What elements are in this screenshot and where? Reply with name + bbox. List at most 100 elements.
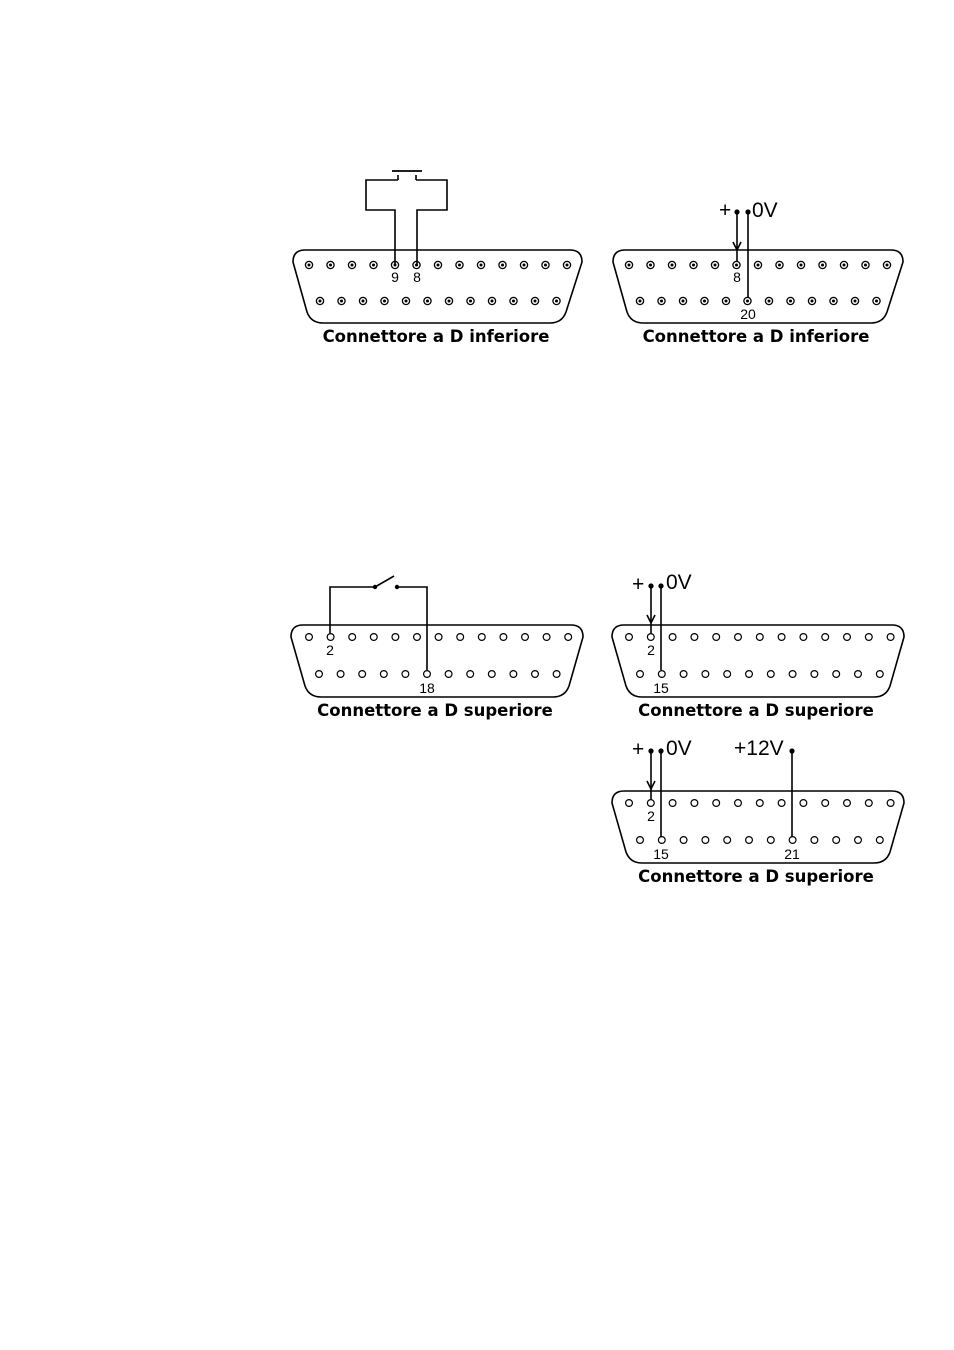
connector-pin [755, 632, 764, 641]
connector-pin [799, 632, 808, 641]
connector-pin [646, 798, 655, 807]
connector-pin [315, 669, 324, 678]
connector-pin [842, 632, 851, 641]
connector-pin [552, 669, 561, 678]
connector-pin-center [361, 299, 365, 303]
connector-pin-center [724, 299, 728, 303]
pin-label-18: 18 [419, 680, 435, 696]
connector-caption: Connettore a D superiore [638, 867, 874, 886]
connector-pin [646, 632, 655, 641]
connector-pin [624, 632, 633, 641]
connector-pin [821, 632, 830, 641]
connector-pin [530, 669, 539, 678]
connector-pin [832, 835, 841, 844]
supply-wires [732, 209, 751, 297]
connector-pin-center [885, 263, 889, 267]
connector-pin-center [756, 263, 760, 267]
connector-pin-center [544, 263, 547, 267]
connector-pin-center [670, 263, 674, 267]
connector-pin [379, 669, 388, 678]
diagram-5: + 0V +12V 2 15 21 Connettore a D superio… [611, 737, 905, 886]
connector-pin [466, 669, 475, 678]
connector-pin [886, 632, 895, 641]
connector-pin [657, 835, 666, 844]
bottom-pin-row [635, 835, 884, 844]
connector-caption: Connettore a D inferiore [323, 327, 550, 346]
pin-label-9: 9 [391, 269, 399, 285]
connector-pin-center [692, 263, 695, 267]
connector-caption: Connettore a D superiore [638, 701, 874, 720]
supply-wires [646, 583, 664, 670]
connector-pin [679, 669, 688, 678]
connector-pin [853, 835, 862, 844]
d-connector-shell [611, 624, 905, 698]
connector-pin [635, 835, 644, 844]
connector-pin [810, 669, 819, 678]
connector-pin [413, 632, 422, 641]
top-pin-row [624, 798, 895, 807]
pin-label-8: 8 [413, 269, 421, 285]
connector-pin-center [522, 263, 526, 267]
connector-pin-center [832, 299, 835, 303]
connector-pin [701, 835, 710, 844]
connector-pin-center [660, 299, 663, 303]
connector-pin-center [490, 299, 494, 303]
connector-pin-center [842, 263, 846, 267]
connector-pin [766, 669, 775, 678]
connector-pin [788, 835, 797, 844]
connector-pin [788, 669, 797, 678]
bottom-pin-row [635, 296, 881, 306]
connector-pin [821, 798, 830, 807]
connector-pin [564, 632, 573, 641]
d-connector-shell [612, 249, 904, 324]
connector-pin [875, 669, 884, 678]
connector-pin [477, 632, 486, 641]
pin-label-15: 15 [653, 680, 669, 696]
connector-pin-center [713, 263, 717, 267]
connector-pin [509, 669, 518, 678]
d-connector-shell [611, 790, 905, 864]
connector-pin [723, 835, 732, 844]
connector-pin-center [404, 299, 408, 303]
connector-pin-center [778, 263, 781, 267]
diagram-1: 9 8 Connettore a D inferiore [292, 170, 583, 346]
connector-caption: Connettore a D superiore [317, 701, 553, 720]
connector-pin [777, 798, 786, 807]
connector-pin-center [307, 263, 311, 267]
connector-pin-center [735, 263, 738, 267]
connector-pin-center [703, 299, 706, 303]
connector-pin [348, 632, 357, 641]
connector-pin [842, 798, 851, 807]
connector-pin-center [436, 263, 440, 267]
connector-pin-center [555, 299, 558, 303]
connector-pin-center [638, 299, 642, 303]
supply-wires [646, 748, 795, 837]
connector-pin [624, 798, 633, 807]
connector-pin-center [681, 299, 685, 303]
connector-pin-center [426, 299, 429, 303]
zero-volt-label: 0V [666, 571, 692, 594]
connector-pin [305, 632, 314, 641]
connector-pin-center [372, 263, 375, 267]
connector-pin-center [627, 263, 631, 267]
bottom-pin-row [315, 296, 561, 306]
top-pin-row [305, 632, 573, 641]
pin-label-2: 2 [647, 642, 655, 658]
pin-label-2: 2 [647, 808, 655, 824]
top-pin-row [624, 260, 892, 270]
plus-terminal-label: + [632, 738, 644, 761]
diagram-2: + 0V 8 20 Connettore a D inferiore [612, 199, 904, 346]
connector-pin [487, 669, 496, 678]
top-pin-row [304, 260, 572, 270]
connector-pin-center [864, 263, 867, 267]
connector-pin [679, 835, 688, 844]
pin-label-21: 21 [784, 846, 800, 862]
connector-pin-center [746, 299, 749, 303]
connector-pin-center [821, 263, 824, 267]
d-connector-shell [292, 249, 583, 324]
zero-volt-label: 0V [752, 199, 778, 222]
connector-pin [712, 632, 721, 641]
connector-pin [712, 798, 721, 807]
